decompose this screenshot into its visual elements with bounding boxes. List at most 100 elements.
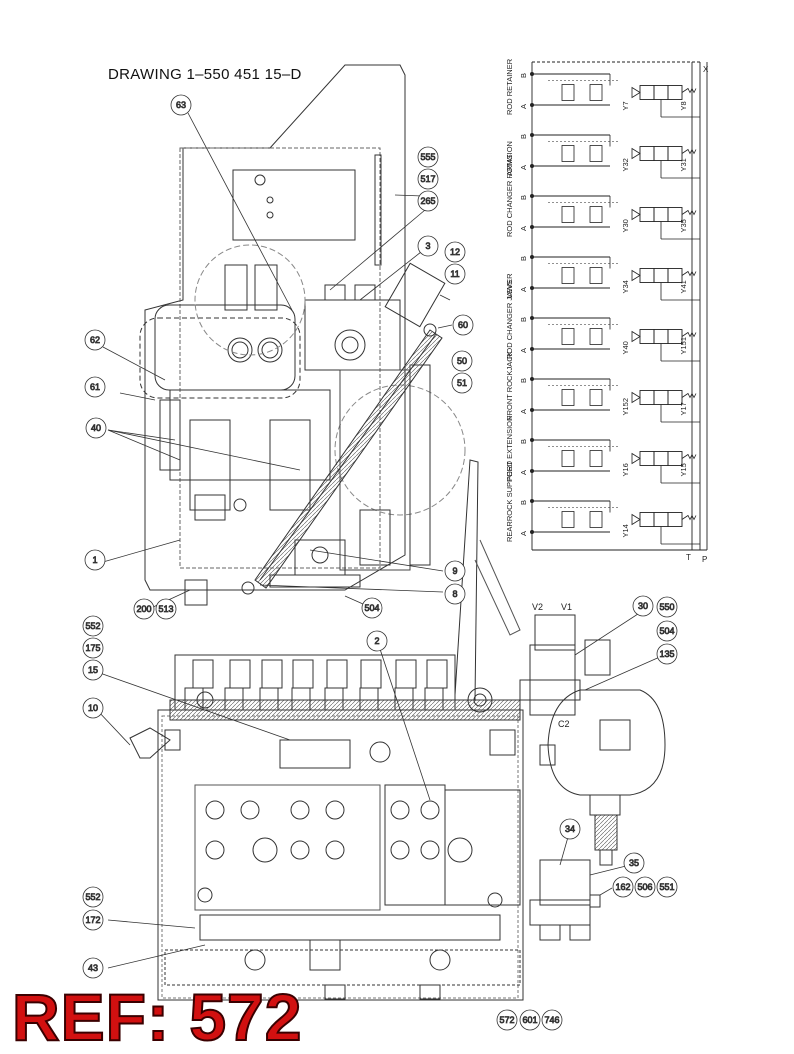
marker-x: X [703,65,709,74]
svg-text:35: 35 [629,858,639,868]
svg-text:62: 62 [90,335,100,345]
svg-text:504: 504 [364,603,379,613]
valve-cell [653,512,669,527]
solenoid-label: Y32 [621,158,630,171]
svg-text:506: 506 [637,882,652,892]
svg-text:50: 50 [457,356,467,366]
svg-text:513: 513 [158,604,173,614]
valve-cell [639,268,655,283]
svg-text:11: 11 [450,269,459,279]
callout-61: 61 [84,376,106,398]
svg-text:552: 552 [85,892,100,902]
solenoid-symbol [631,330,641,343]
port-label: A [519,409,528,414]
junction-dot [530,133,534,137]
solenoid-label: Y151 [679,337,688,355]
junction-dot [530,164,534,168]
junction-dot [530,316,534,320]
valve-cell [653,390,669,405]
callout-746: 746 [541,1009,563,1031]
svg-text:175: 175 [85,643,100,653]
valve-cell [639,512,655,527]
port-label: A [519,531,528,536]
valve-cell [667,512,683,527]
callout-551: 551 [656,876,678,898]
check-valve [589,206,603,223]
section-name: ARMS [505,154,514,176]
port-label: A [519,165,528,170]
port-label: B [519,73,528,78]
callout-517: 517 [417,168,439,190]
svg-text:3: 3 [425,241,430,251]
callout-175: 175 [82,637,104,659]
hydraulic-schematic [531,61,708,551]
check-valve [589,145,603,162]
port-label: B [519,134,528,139]
callout-15: 15 [82,659,104,681]
callout-35: 35 [623,852,645,874]
solenoid-label: Y35 [679,219,688,232]
callout-63: 63 [170,94,192,116]
junction-dot [530,499,534,503]
section-name: REARROCK SUPPORT [505,461,514,542]
valve-labels: V2 V1 C2 [532,602,572,729]
callout-3: 3 [417,235,439,257]
callout-60: 60 [452,314,474,336]
valve-cell [653,329,669,344]
callout-40: 40 [85,417,107,439]
solenoid-label: Y40 [621,341,630,354]
svg-text:61: 61 [90,382,100,392]
valve-cell [667,85,683,100]
spring-symbol [681,514,697,521]
valve-cell [639,329,655,344]
svg-text:30: 30 [638,601,648,611]
svg-text:517: 517 [420,174,435,184]
solenoid-label: Y7 [621,101,630,110]
spring-symbol [681,331,697,338]
junction-dot [530,225,534,229]
section-name: ROD CHANGER ROTATION [505,141,514,237]
port-label: A [519,287,528,292]
port-label: B [519,256,528,261]
svg-text:555: 555 [420,152,435,162]
check-valve [589,328,603,345]
junction-dot [530,469,534,473]
leader-lines [96,112,663,969]
solenoid-label: Y16 [621,463,630,476]
upper-assembly [139,64,466,606]
port-label: B [519,195,528,200]
spring-symbol [681,87,697,94]
solenoid-label: Y14 [621,524,630,537]
callout-62: 62 [84,329,106,351]
section-name: FEED EXTENSION [505,416,514,481]
callout-bubbles: 63 555 517 265 3 12 11 60 62 50 51 61 40… [82,94,678,1031]
solenoid-label: Y152 [621,398,630,416]
valve-cell [653,451,669,466]
svg-text:135: 135 [659,649,674,659]
label-v2: V2 [532,602,543,612]
section-name: LEVER [505,273,514,298]
port-label: A [519,348,528,353]
valve-cell [653,268,669,283]
check-valve [561,389,575,406]
port-label: B [519,500,528,505]
svg-text:2: 2 [374,636,379,646]
valve-cell [653,207,669,222]
svg-text:1: 1 [92,555,97,565]
valve-cell [639,207,655,222]
callout-51: 51 [451,372,473,394]
check-valve [589,450,603,467]
solenoid-symbol [631,513,641,526]
junction-dot [530,194,534,198]
section-name: FRONT ROCKJACK [505,351,514,420]
spring-symbol [681,148,697,155]
svg-text:552: 552 [85,621,100,631]
check-valve [561,267,575,284]
svg-text:63: 63 [176,100,186,110]
callout-34: 34 [559,818,581,840]
